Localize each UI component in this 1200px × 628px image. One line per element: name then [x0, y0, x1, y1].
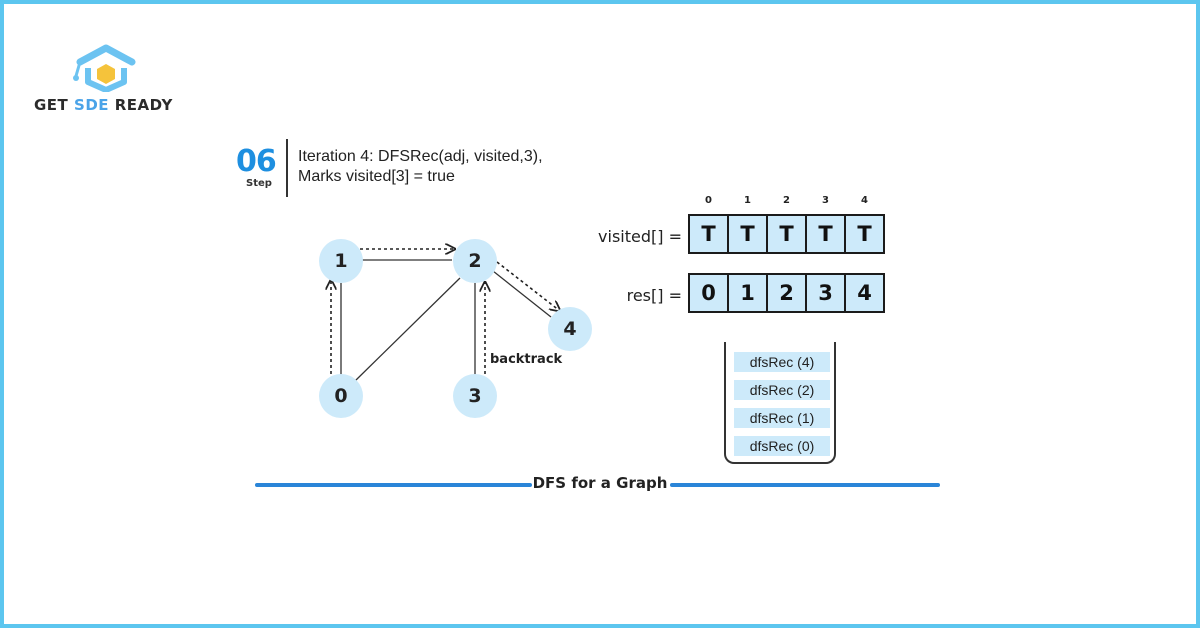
caption-rule-left [255, 483, 532, 487]
array-index-3: 3 [822, 195, 829, 206]
visited-cell-0: T [688, 214, 729, 254]
brand-logo: GET SDE READY [34, 28, 184, 118]
brand-name: GET SDE READY [34, 96, 173, 114]
step-label: Step [246, 178, 272, 189]
call-stack-frame: dfsRec (2) [734, 380, 830, 400]
step-description-line2: Marks visited[3] = true [298, 168, 455, 185]
call-stack: dfsRec (4) dfsRec (2) dfsRec (1) dfsRec … [724, 342, 836, 464]
res-cell-4: 4 [844, 273, 885, 313]
edge-2-4 [492, 270, 552, 318]
array-index-0: 0 [705, 195, 712, 206]
graph-node-2: 2 [453, 239, 497, 283]
graph-node-3: 3 [453, 374, 497, 418]
visited-cell-4: T [844, 214, 885, 254]
visited-cell-1: T [727, 214, 768, 254]
call-stack-frame: dfsRec (4) [734, 352, 830, 372]
res-cell-3: 3 [805, 273, 846, 313]
call-stack-frame: dfsRec (0) [734, 436, 830, 456]
traversal-arrow-2-4 [496, 261, 560, 311]
visited-array: T T T T T [688, 214, 885, 254]
backtrack-label: backtrack [490, 352, 563, 367]
brand-accent: SDE [74, 96, 110, 114]
res-array-label: res[] = [626, 286, 682, 305]
array-index-4: 4 [861, 195, 868, 206]
graph-node-4: 4 [548, 307, 592, 351]
res-array: 0 1 2 3 4 [688, 273, 885, 313]
array-index-2: 2 [783, 195, 790, 206]
graph-node-0: 0 [319, 374, 363, 418]
step-divider [286, 139, 288, 197]
brand-prefix: GET [34, 96, 75, 114]
edge-0-2 [354, 277, 461, 382]
graduation-cap-icon [73, 44, 136, 92]
array-index-1: 1 [744, 195, 751, 206]
visited-cell-3: T [805, 214, 846, 254]
res-cell-1: 1 [727, 273, 768, 313]
res-cell-0: 0 [688, 273, 729, 313]
visited-cell-2: T [766, 214, 807, 254]
diagram-caption: DFS for a Graph [532, 474, 668, 492]
step-number: 06 [236, 144, 277, 179]
call-stack-frame: dfsRec (1) [734, 408, 830, 428]
caption-rule-right [670, 483, 940, 487]
brand-suffix: READY [109, 96, 173, 114]
visited-array-label: visited[] = [598, 227, 682, 246]
res-cell-2: 2 [766, 273, 807, 313]
graph-node-1: 1 [319, 239, 363, 283]
step-description-line1: Iteration 4: DFSRec(adj, visited,3), [298, 148, 543, 165]
